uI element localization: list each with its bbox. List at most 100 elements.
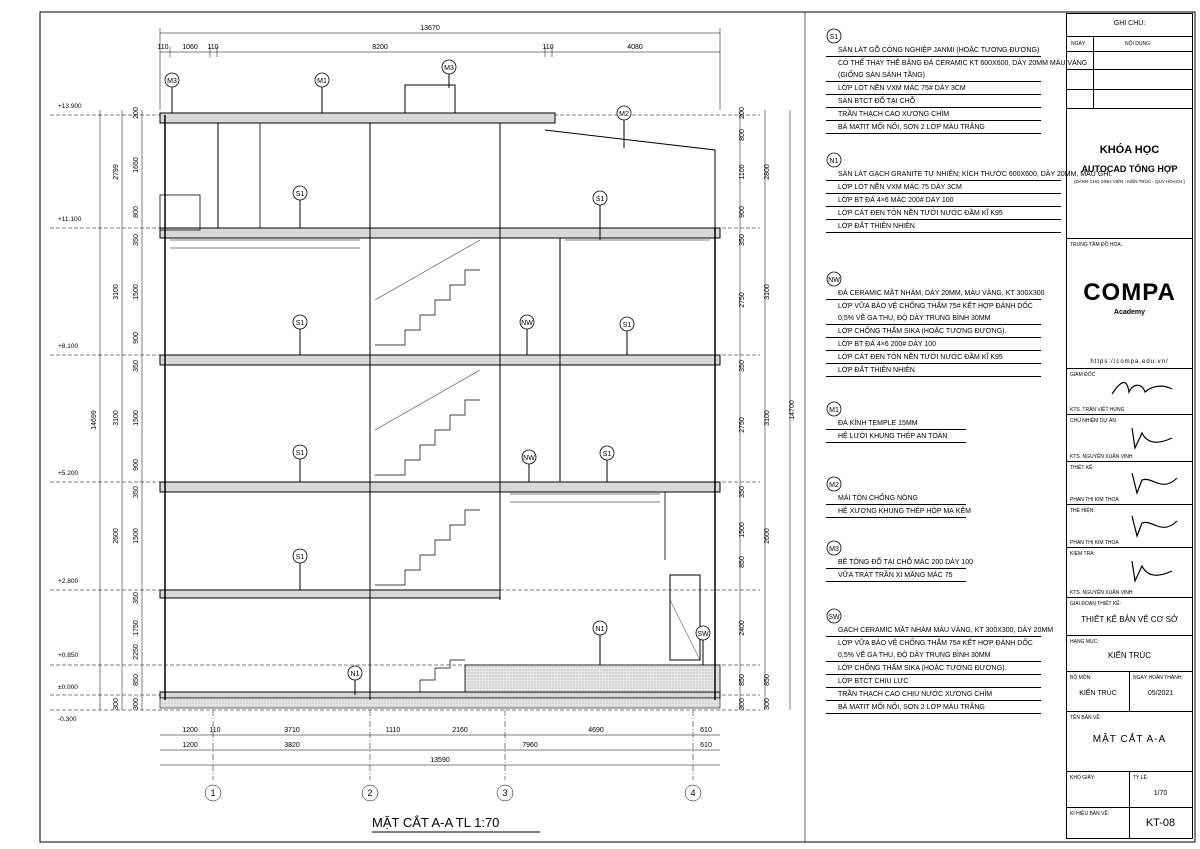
svg-text:S1: S1 (603, 451, 612, 458)
annotation-line: SÀN BTCT ĐỔ TẠI CHỖ (826, 95, 1041, 108)
plan-tag: S1 (592, 190, 608, 240)
designer-section: THIẾT KẾ: PHAN THỊ KIM THOA (1067, 462, 1192, 505)
drawing-title: MẶT CẮT A-A TL 1:70 (372, 815, 499, 830)
dim-bottom: 610 (700, 727, 712, 734)
dim-bottom: 1200 (182, 742, 198, 749)
center-section: TRUNG TÂM ĐỒ HỌA: COMPA Academy https://… (1067, 239, 1192, 369)
annotation-line: BẢ MATIT MỐI NỐI, SƠN 2 LỚP MÀU TRẮNG (826, 701, 1041, 714)
designer-label: THIẾT KẾ: (1070, 465, 1094, 471)
website[interactable]: https://compa.edu.vn/ (1090, 359, 1169, 365)
plan-tag: SW (695, 625, 711, 665)
annotation-line: ĐÁ CERAMIC MẶT NHÁM, DÀY 20MM, MÀU VÀNG,… (826, 285, 1045, 300)
signature-director (1111, 381, 1173, 395)
course-subtitle: AUTOCAD TỔNG HỢP (1081, 164, 1178, 174)
director-label: GIÁM ĐỐC (1070, 372, 1096, 378)
annotation-tag: S1 (830, 34, 839, 41)
svg-text:S1: S1 (296, 450, 305, 457)
dim-bottom: 3820 (284, 742, 300, 749)
annotation-line: LỚP CHỐNG THẤM SIKA (HOẶC TƯƠNG ĐƯƠNG). (826, 325, 1041, 338)
annotation-tag-marker: SW (826, 608, 842, 624)
plan-tag: M1 (314, 72, 330, 113)
dim-left-inner: 1500 (133, 528, 140, 544)
dim-left-inner: 1750 (133, 620, 140, 636)
dim-left-inner: 2250 (133, 644, 140, 660)
dim-top-seg: 8200 (372, 44, 388, 51)
dim-right-inner: 300 (739, 698, 746, 710)
svg-text:N1: N1 (596, 626, 605, 633)
course-section: KHÓA HỌC AUTOCAD TỔNG HỢP (DÀNH CHO SINH… (1067, 109, 1192, 239)
building-section (159, 84, 721, 709)
annotation-s1: S1 SÀN LÁT GỖ CÔNG NGHIỆP JANMI (HOẶC TƯ… (826, 28, 1087, 134)
dim-right-inner: 1100 (739, 164, 746, 179)
svg-text:M2: M2 (619, 111, 629, 118)
sheet-label: KÍ HIỆU BẢN VẼ: (1070, 811, 1110, 817)
annotation-nw: NW ĐÁ CERAMIC MẶT NHÁM, DÀY 20MM, MÀU VÀ… (826, 271, 1045, 377)
dim-left-inner: 1650 (133, 157, 140, 173)
dim-top-seg: 1060 (182, 44, 198, 51)
annotation-line: LỚP ĐẤT THIÊN NHIÊN (826, 364, 1041, 377)
dim-right-inner: 800 (739, 129, 746, 141)
level-lines (50, 114, 760, 711)
annotation-line: LỚP VỮA BẢO VỆ CHỐNG THẤM 75# KẾT HỢP ĐÁ… (838, 303, 1033, 310)
level-label: -0.300 (58, 716, 77, 723)
phase-value: THIẾT KẾ BẢN VẼ CƠ SỞ (1081, 615, 1178, 624)
level-label: ±0.000 (58, 684, 78, 691)
dim-top-seg: 4080 (627, 44, 643, 51)
paper-label: KHỔ GIẤY: (1070, 775, 1096, 781)
axis-marker (204, 784, 222, 802)
plan-tag: M3 (164, 72, 180, 113)
dim-bottom-overall: 13590 (430, 757, 450, 764)
annotation-line: HỆ LƯỚI KHUNG THÉP AN TOÀN (826, 430, 966, 443)
annotation-line: LỚP ĐẤT THIÊN NHIÊN (826, 220, 1061, 233)
dim-right-outer: 2600 (764, 528, 771, 544)
date-label: NGÀY HOÀN THÀNH: (1133, 675, 1183, 681)
notes-header-row: NGÀY NỘI DUNG (1067, 36, 1192, 109)
drawing-name-label: TÊN BẢN VẼ: (1070, 715, 1102, 721)
annotation-tag: SW (828, 614, 840, 621)
scale-label: TỶ LỆ: (1133, 775, 1149, 781)
logo: COMPA (1067, 279, 1192, 307)
top-dimensions: 13670 110 1060 110 8200 110 4080 (157, 25, 721, 110)
annotation-line: LỚP VỮA BẢO VỆ CHỐNG THẤM 75# KẾT HỢP ĐÁ… (838, 640, 1033, 647)
svg-text:S1: S1 (296, 191, 305, 198)
signature-checker (1131, 560, 1173, 584)
pm-label: CHỦ NHIỆM DỰ ÁN (1070, 418, 1116, 424)
dim-right-inner: 2750 (739, 292, 746, 308)
item-section: HẠNG MỤC: KIẾN TRÚC (1067, 636, 1192, 672)
dim-left-outer: 3100 (113, 284, 120, 300)
annotation-tag: M2 (829, 482, 839, 489)
annotation-line: BẢ MATIT MỐI NỐI, SƠN 2 LỚP MÀU TRẮNG (826, 121, 1041, 134)
annotation-tag-marker: NW (826, 271, 842, 287)
annotation-line: LỚP BT ĐÁ 4×6 200# DÀY 100 (826, 338, 1041, 351)
pm-name: KTS. NGUYỄN XUÂN VINH (1070, 454, 1133, 460)
annotation-line: SÀN LÁT GỖ CÔNG NGHIỆP JANMI (HOẶC TƯƠNG… (826, 42, 1041, 57)
annotation-line: (GIỐNG SÀN SẢNH TẦNG) (826, 69, 1041, 82)
center-label: TRUNG TÂM ĐỒ HỌA: (1070, 242, 1123, 248)
dim-left-total: 14699 (91, 410, 98, 430)
dim-bottom: 3710 (284, 727, 300, 734)
sheet-value: KT-08 (1145, 817, 1176, 829)
plan-tag: S1 (292, 185, 308, 228)
checker-section: KIỂM TRA: KTS. NGUYỄN XUÂN VINH (1067, 548, 1192, 598)
annotation-line: SÀN LÁT GẠCH GRANITE TỰ NHIÊN; KÍCH THƯỚ… (826, 166, 1112, 181)
notes-col-date: NGÀY (1071, 41, 1086, 47)
annotation-m3: M3 BÊ TÔNG ĐỔ TẠI CHỖ MÁC 200 DÀY 100 VỮ… (826, 540, 973, 582)
dim-right-outer: 850 (764, 674, 771, 686)
annotation-line: TRẦN THẠCH CAO XƯƠNG CHÌM (826, 108, 1041, 121)
level-label: +13.900 (58, 103, 82, 110)
annotation-line: 0,5% VỀ GA THU, ĐỘ DÀY TRUNG BÌNH 30MM (826, 649, 1041, 662)
drawing-name-section: TÊN BẢN VẼ: MẶT CẮT A-A (1067, 712, 1192, 772)
dim-top-seg: 110 (207, 44, 218, 51)
notes-title: GHI CHÚ: (1113, 20, 1146, 27)
level-labels: +13.900 +11.100 +8.100 +5.200 +2.800 +0.… (58, 103, 82, 723)
annotation-m2: M2 MÁI TÔN CHỐNG NÓNG HỆ XƯƠNG KHUNG THÉ… (826, 476, 971, 518)
dim-left-outer: 300 (113, 698, 120, 710)
course-title: KHÓA HỌC (1099, 144, 1160, 156)
annotation-line: GẠCH CERAMIC MẶT NHÁM MÀU VÀNG, KT 300X3… (826, 622, 1053, 637)
annotation-line: LỚP BT ĐÁ 4×6 MÁC 200# DÀY 100 (826, 194, 1061, 207)
annotation-n1: N1 SÀN LÁT GẠCH GRANITE TỰ NHIÊN; KÍCH T… (826, 152, 1112, 233)
dim-bottom: 110 (209, 727, 220, 734)
annotation-sw: SW GẠCH CERAMIC MẶT NHÁM MÀU VÀNG, KT 30… (826, 608, 1053, 714)
dim-left-inner: 350 (133, 360, 140, 372)
plan-tag: N1 (347, 665, 363, 695)
